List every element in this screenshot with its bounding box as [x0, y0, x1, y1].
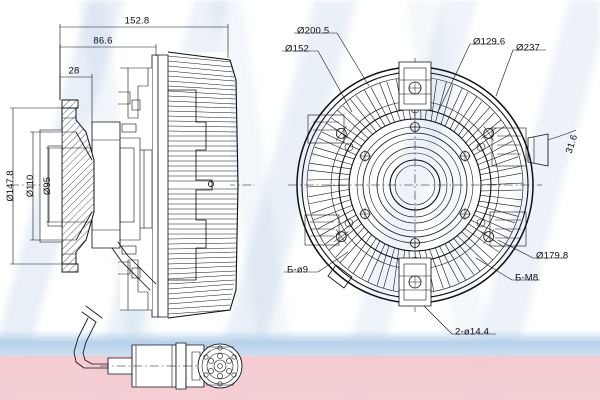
left-bracket-detail	[304, 114, 345, 246]
dimension-lines	[10, 24, 229, 265]
label-hole-pattern-large: 2-ø14.4	[455, 327, 489, 338]
cable	[73, 305, 109, 369]
label-fan-outer-dia: Ø200.5	[297, 26, 329, 37]
label-blade-inner-dia: Ø152	[285, 44, 309, 55]
right-bracket-detail	[489, 127, 527, 247]
label-bolt-circle-section: Ø110	[25, 175, 36, 198]
label-overall-length: 152.8	[125, 16, 150, 27]
pulley-body-section	[91, 121, 135, 249]
label-thread-pattern: Б-M8	[515, 273, 538, 284]
label-bolt-circle-face: Ø179.8	[536, 251, 568, 262]
fan-blades	[306, 76, 524, 294]
label-side-thickness: 31.6	[564, 133, 580, 155]
label-flange-depth: 28	[69, 66, 80, 77]
connector-body	[100, 342, 214, 390]
top-mounting-boss	[398, 61, 432, 111]
mounting-flange-section	[61, 99, 95, 273]
face-leader-lines	[282, 32, 577, 335]
bottom-edge-tab	[327, 264, 353, 289]
cross-section-view	[10, 51, 255, 319]
front-face-view	[288, 58, 549, 312]
hub-bolt-holes	[359, 121, 471, 249]
connector-detail-view	[73, 305, 243, 390]
label-hole-pattern-small: Б-ø9	[287, 265, 308, 276]
blue-color-band	[0, 330, 600, 358]
label-outer-dia-section: Ø147.8	[5, 170, 16, 201]
bottom-mounting-boss	[398, 257, 432, 307]
fan-blade-stack	[167, 51, 239, 319]
clutch-housing-section	[118, 54, 169, 318]
sensor-lead-section	[111, 241, 157, 291]
label-hub-plate-dia: Ø129.6	[473, 37, 505, 48]
connector-pin-face	[197, 343, 243, 389]
shaft-block-section	[39, 129, 63, 243]
pink-color-band	[0, 356, 600, 400]
label-sub-length: 86.6	[93, 36, 112, 47]
label-pilot-dia-section: Ø95	[42, 177, 53, 195]
label-overall-fan-dia: Ø237	[516, 43, 540, 54]
side-tab	[527, 133, 549, 167]
